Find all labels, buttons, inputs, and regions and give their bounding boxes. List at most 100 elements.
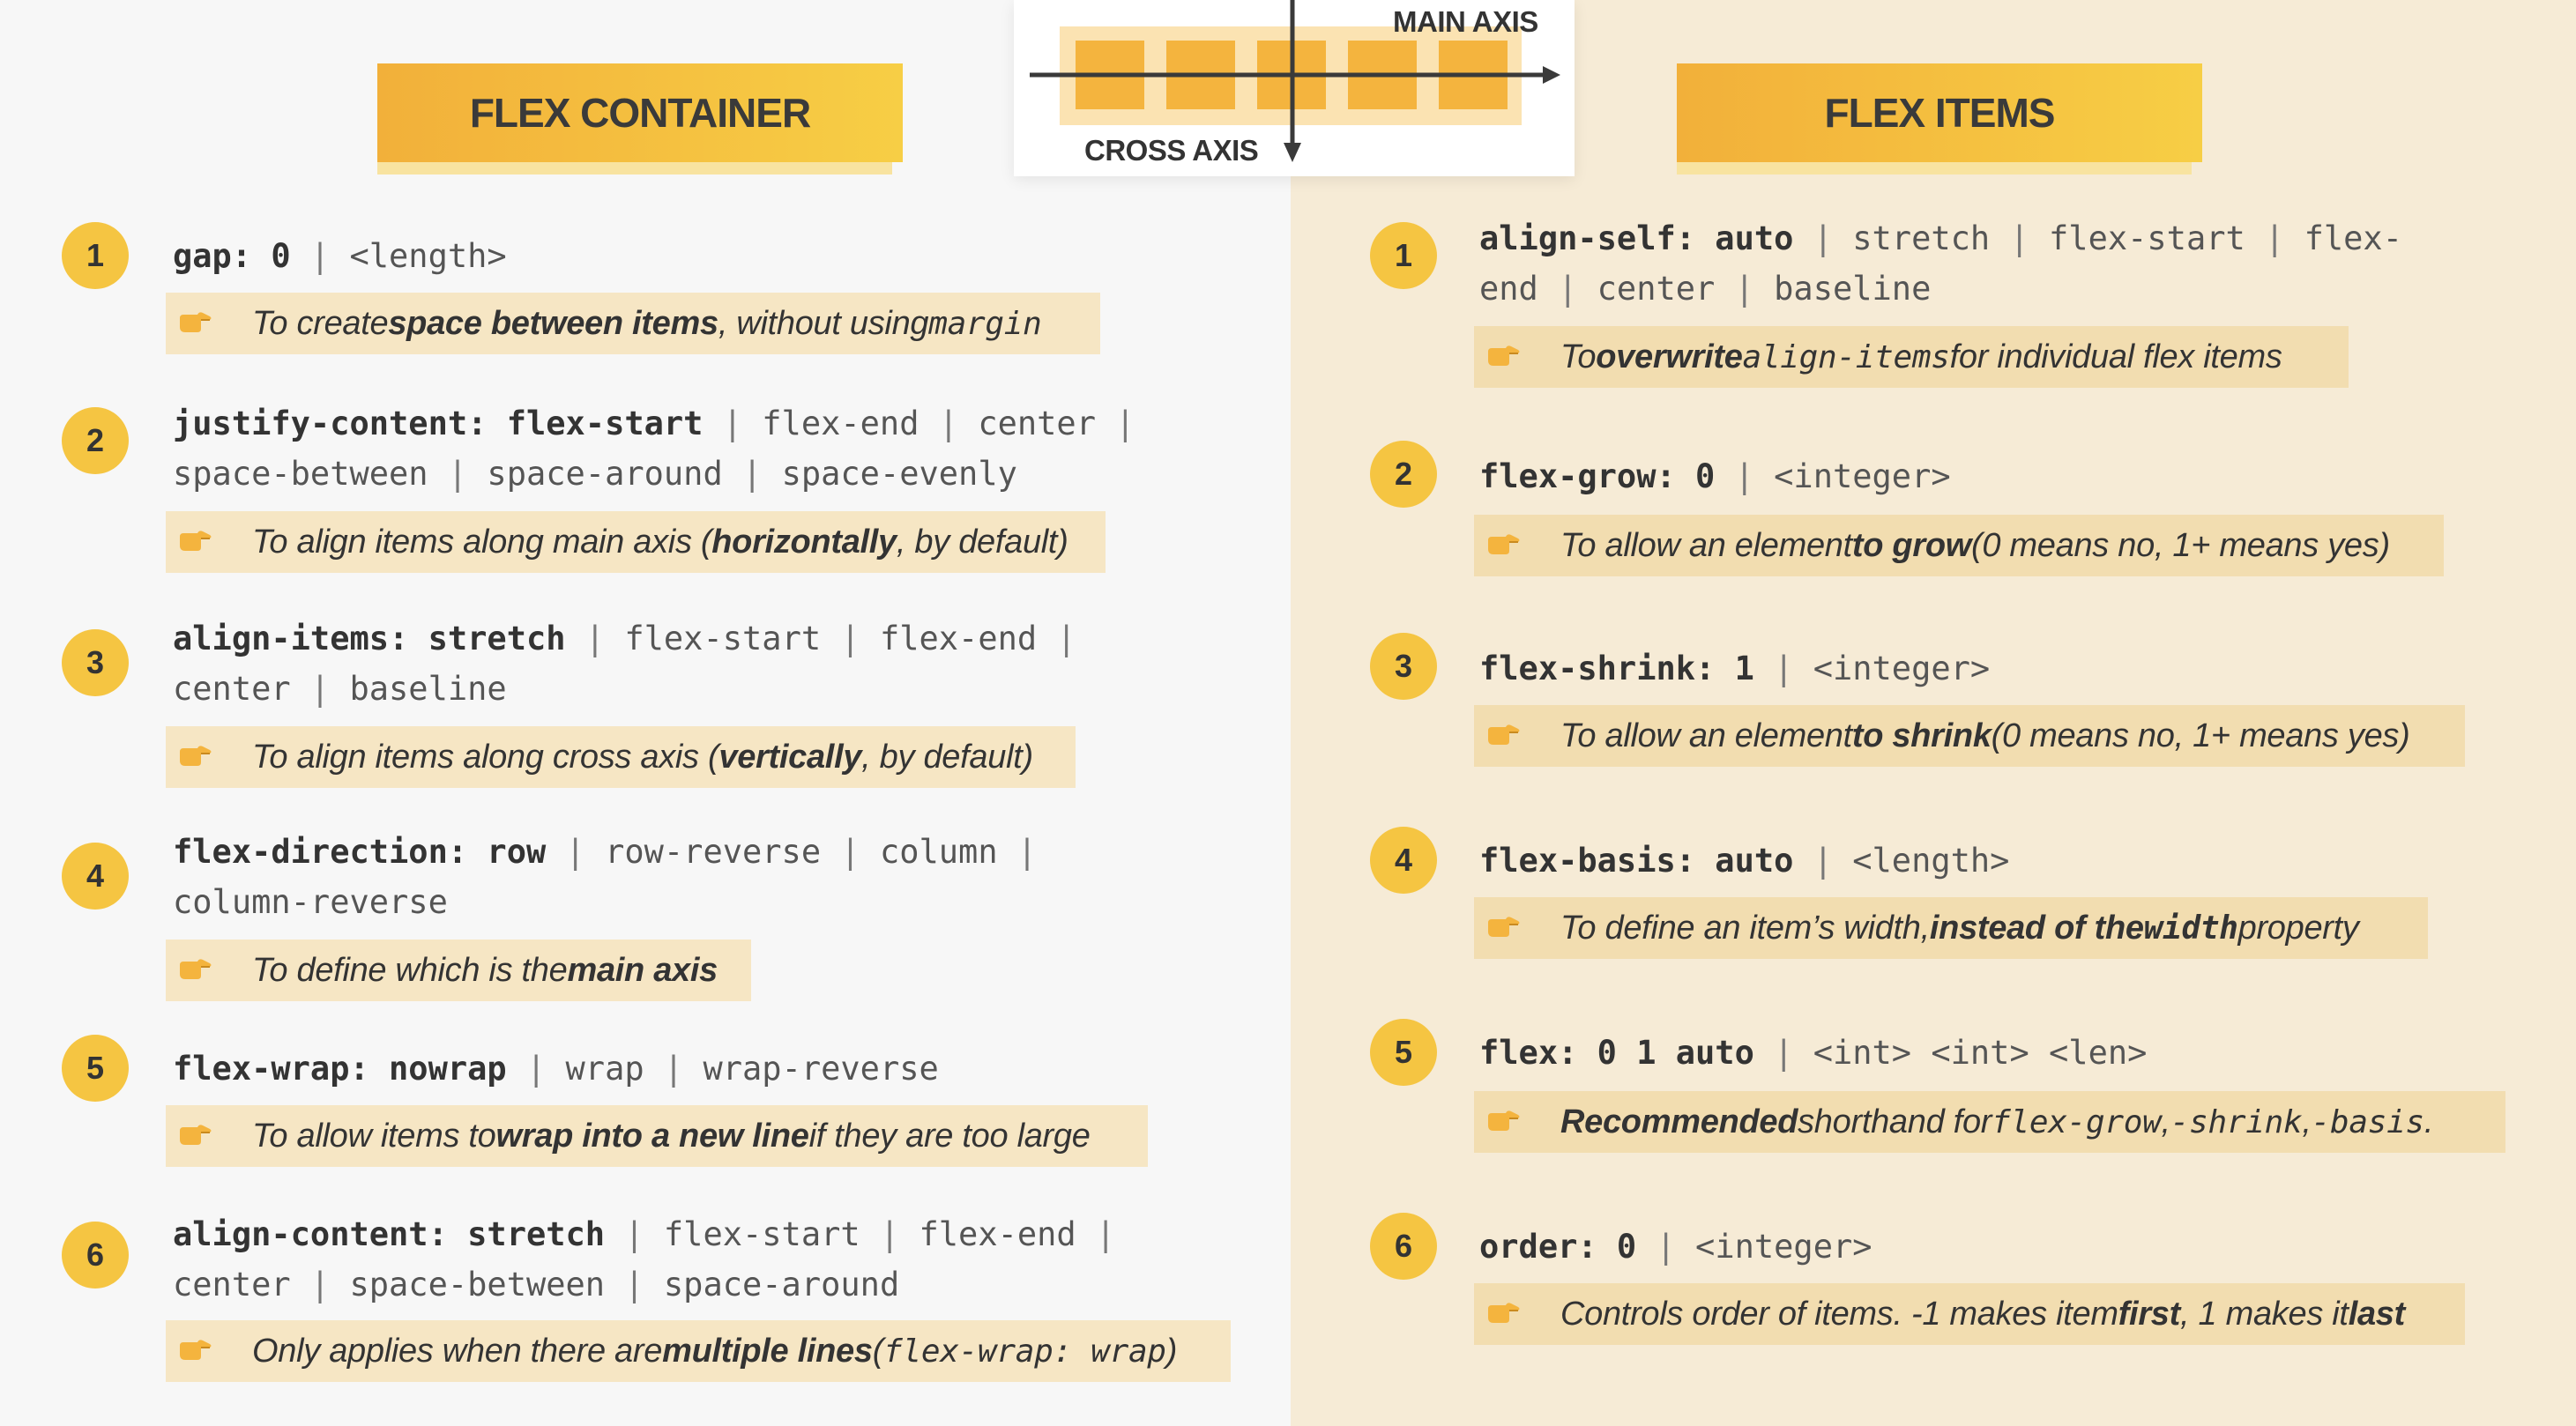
step-number-badge: 6 (62, 1222, 129, 1289)
property-description: To align items along cross axis (vertica… (166, 726, 1076, 788)
pointing-hand-icon (178, 1118, 213, 1155)
step-number-badge: 4 (62, 843, 129, 910)
code-token: center (978, 405, 1096, 442)
note-text: property (2237, 909, 2359, 947)
css-property-syntax: flex-wrap: nowrap | wrap | wrap-reverse (173, 1044, 939, 1094)
note-emphasis: to shrink (1851, 717, 1992, 754)
note-text: To define an item’s width, (1560, 909, 1930, 947)
code-token: baseline (349, 670, 507, 708)
note-text: if they are too large (808, 1117, 1091, 1155)
code-token: flex-direction: row (173, 833, 547, 871)
note-text: , (2302, 1103, 2312, 1140)
code-token: end (1479, 270, 1538, 308)
note-text: flex-grow (1992, 1103, 2162, 1140)
code-token: <integer> (1774, 457, 1951, 495)
step-number-badge: 5 (62, 1035, 129, 1102)
code-token: column-reverse (173, 883, 448, 921)
pointing-hand-icon (1486, 717, 1522, 755)
code-token: | (605, 1266, 664, 1303)
code-token: flex: 0 1 auto (1479, 1034, 1754, 1072)
code-token: | (644, 1050, 704, 1088)
note-text: flex-wrap: wrap (883, 1333, 1166, 1370)
code-token: | (997, 833, 1038, 871)
note-text: To align items along cross axis ( (252, 738, 719, 776)
code-token: | (1037, 620, 1076, 657)
code-token: | (919, 405, 979, 442)
note-text: , (2161, 1103, 2171, 1140)
note-text: To define which is the (252, 951, 568, 989)
note-text: (0 means no, 1+ means yes) (1970, 526, 2390, 564)
code-token: | (821, 833, 880, 871)
note-emphasis: multiple lines (662, 1332, 873, 1370)
note-text: To allow an element (1560, 717, 1852, 754)
flex-items-header: FLEX ITEMS (1677, 63, 2202, 175)
pointing-hand-icon (1486, 1103, 1522, 1141)
code-token: | (1715, 457, 1775, 495)
note-text: To align items along main axis ( (252, 523, 712, 561)
css-property-syntax: center | baseline (173, 664, 507, 714)
code-token: | (1076, 1215, 1116, 1253)
pointing-hand-icon (1486, 1296, 1522, 1333)
step-number-badge: 3 (62, 629, 129, 696)
pointing-hand-icon (178, 1333, 213, 1370)
note-text: , without using (718, 304, 929, 342)
css-property-syntax: justify-content: flex-start | flex-end |… (173, 398, 1135, 449)
code-token: center (173, 1266, 291, 1303)
property-description: To allow items to wrap into a new line i… (166, 1105, 1148, 1167)
css-property-syntax: gap: 0 | <length> (173, 231, 507, 281)
css-property-syntax: align-items: stretch | flex-start | flex… (173, 613, 1076, 664)
css-property-syntax: order: 0 | <integer> (1479, 1222, 1872, 1272)
code-token: <length> (1852, 842, 2010, 880)
code-token: center (173, 670, 291, 708)
pointing-hand-icon (178, 524, 213, 561)
flex-container-header: FLEX CONTAINER (377, 63, 903, 175)
css-property-syntax: flex: 0 1 auto | <int> <int> <len> (1479, 1028, 2147, 1078)
note-text: shorthand for (1798, 1103, 1992, 1140)
css-property-syntax: column-reverse (173, 877, 448, 927)
code-token: space-evenly (781, 455, 1017, 493)
code-token: space-between (349, 1266, 606, 1303)
note-emphasis: last (2348, 1295, 2406, 1333)
code-token: | (860, 1215, 919, 1253)
code-token: space-between (173, 455, 428, 493)
code-token: flex-end (919, 1215, 1076, 1253)
note-text: -basis (2311, 1103, 2425, 1140)
css-property-syntax: flex-direction: row | row-reverse | colu… (173, 827, 1037, 877)
note-emphasis: main axis (567, 951, 718, 989)
note-text: To (1560, 338, 1597, 375)
code-token: | (506, 1050, 566, 1088)
property-description: Recommended shorthand for flex-grow, -sh… (1474, 1091, 2505, 1153)
code-token: align-content: stretch (173, 1215, 606, 1253)
code-token: | (1753, 1034, 1813, 1072)
code-token: row-reverse (605, 833, 822, 871)
main-axis-label: MAIN AXIS (1393, 5, 1538, 38)
property-description: To allow an element to shrink (0 means n… (1474, 705, 2465, 767)
pointing-hand-icon (178, 952, 213, 990)
cross-axis-arrow-icon (1284, 143, 1301, 162)
code-token: | (546, 833, 606, 871)
code-token: justify-content: flex-start (173, 405, 704, 442)
step-number-badge: 2 (62, 407, 129, 474)
flex-container-title: FLEX CONTAINER (377, 63, 903, 162)
property-description: Controls order of items. -1 makes item f… (1474, 1283, 2465, 1345)
note-emphasis: to grow (1851, 526, 1971, 564)
step-number-badge: 1 (1370, 222, 1437, 289)
code-token: | (722, 455, 782, 493)
code-token: flex-wrap: nowrap (173, 1050, 507, 1088)
css-property-syntax: flex-grow: 0 | <integer> (1479, 451, 1951, 501)
pointing-hand-icon (1486, 527, 1522, 565)
code-token: | (1990, 219, 2050, 257)
code-token: | (821, 620, 880, 657)
code-token: <length> (349, 237, 507, 275)
code-token: align-self: auto (1479, 219, 1794, 257)
note-text: , by default) (896, 523, 1068, 561)
note-emphasis: first (2118, 1295, 2181, 1333)
step-number-badge: 6 (1370, 1213, 1437, 1280)
note-text: ( (872, 1332, 884, 1370)
code-token: | (290, 1266, 350, 1303)
code-token: flex- (2304, 219, 2402, 257)
note-text: margin (928, 305, 1042, 342)
cross-axis-label: CROSS AXIS (1084, 134, 1259, 167)
code-token: space-around (663, 1266, 900, 1303)
css-property-syntax: end | center | baseline (1479, 264, 1931, 314)
